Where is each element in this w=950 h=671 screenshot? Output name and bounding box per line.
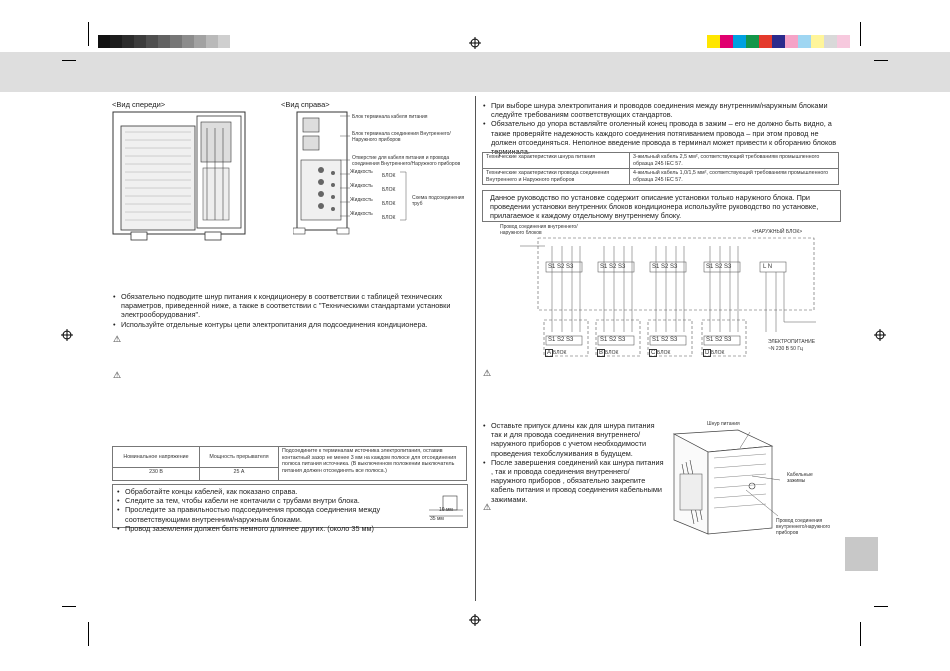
terminal-label-outdoor: S1 S2 S3	[706, 264, 732, 270]
breaker-capacity-value: 25 А	[199, 467, 279, 481]
power-terminal-label: L N	[763, 264, 773, 270]
side-view-leaders	[340, 115, 407, 221]
bullet-item: Обязательно до упора вставляйте оголенны…	[482, 119, 842, 156]
side-view-row-liquid: Жидкость	[350, 183, 373, 189]
breaker-table: Номинальное напряжение Мощность прерыват…	[112, 446, 467, 481]
bullet-item: После завершения соединений как шнура пи…	[482, 458, 667, 504]
front-view-label: <Вид спереди>	[112, 100, 166, 109]
spec-label: Технические характеристики шнура питания	[482, 152, 630, 169]
indoor-unit-letter: B	[597, 349, 606, 357]
terminal-label-indoor: S1 S2 S3	[706, 337, 732, 343]
bullet-item: Обязательно подводите шнур питания к кон…	[112, 292, 467, 320]
side-view-callout: Блок терминала соединения Внутреннего/ Н…	[352, 131, 451, 143]
bullet-item: При выборе шнура электропитания и провод…	[482, 101, 842, 119]
cable-fixing-instructions: Оставьте припуск длины как для шнура пит…	[482, 421, 667, 504]
indoor-unit-letter: D	[703, 349, 712, 357]
outdoor-unit-label: <НАРУЖНЫЙ БЛОК>	[752, 229, 803, 235]
terminal-label-indoor: S1 S2 S3	[600, 337, 626, 343]
indoor-unit-label: БЛОК	[605, 350, 619, 356]
terminal-label-indoor: S1 S2 S3	[652, 337, 678, 343]
bullet-item: Проследите за правильностью подсоединени…	[116, 505, 416, 523]
page-tab	[845, 537, 878, 571]
warning-icon: ⚠	[483, 368, 492, 378]
bullet-item: Следите за тем, чтобы кабели не контачил…	[116, 496, 416, 505]
side-view-callout: Блок терминала кабеля питания	[352, 114, 428, 120]
side-view-callout: Отверстие для кабеля питания и провода с…	[352, 155, 461, 167]
front-view-drawing	[112, 111, 246, 241]
spec-value: 3-жильный кабель 2,5 мм², соответствующи…	[629, 152, 839, 169]
outdoor-unit-illustration	[672, 429, 774, 535]
terminal-label-outdoor: S1 S2 S3	[652, 264, 678, 270]
notice-box	[482, 190, 841, 222]
power-supply-spec: ~N 230 В 50 Гц	[768, 346, 803, 352]
terminal-label-outdoor: S1 S2 S3	[600, 264, 626, 270]
connection-wire-callout: Провод соединения внутреннего/наружного …	[776, 518, 831, 536]
registration-mark-icon	[469, 614, 481, 626]
power-supply-label: ЭЛЕКТРОПИТАНИЕ	[768, 339, 816, 345]
terminal-label-outdoor: S1 S2 S3	[548, 264, 574, 270]
warning-icon: ⚠	[113, 370, 122, 380]
registration-mark-icon	[874, 329, 886, 341]
side-view-row-unit: БЛОК	[382, 173, 396, 179]
page-divider	[475, 96, 476, 601]
rated-voltage-value: 230 В	[112, 467, 200, 481]
warning-icon: ⚠	[113, 334, 122, 344]
strip-length-long: 35 мм	[430, 516, 444, 522]
bullet-item: Используйте отдельные контуры цепи элект…	[112, 320, 467, 329]
indoor-unit-label: БЛОК	[657, 350, 671, 356]
spec-value: 4-жильный кабель 1,0/1,5 мм², соответств…	[629, 168, 839, 185]
header-band	[0, 52, 950, 92]
side-view-row-liquid: Жидкость	[350, 197, 373, 203]
indoor-unit-letter: A	[545, 349, 554, 357]
terminal-label-indoor: S1 S2 S3	[548, 337, 574, 343]
cable-handling-instructions: Обработайте концы кабелей, как показано …	[116, 487, 416, 533]
side-view-row-liquid: Жидкость	[350, 211, 373, 217]
indoor-unit-letter: C	[649, 349, 658, 357]
notice-text: Данное руководство по установке содержит…	[490, 193, 819, 221]
spec-label: Технические характеристики провода соеди…	[482, 168, 630, 185]
power-cord-instructions: Обязательно подводите шнур питания к кон…	[112, 292, 467, 329]
indoor-unit-label: БЛОК	[553, 350, 567, 356]
side-view-row-unit: БЛОК	[382, 201, 396, 207]
side-view-row-unit: БЛОК	[382, 187, 396, 193]
power-cord-callout: Шнур питания	[707, 421, 740, 427]
bullet-item: Провод заземления должен быть немного дл…	[116, 524, 416, 533]
warning-icon: ⚠	[483, 502, 492, 512]
bullet-item: Обработайте концы кабелей, как показано …	[116, 487, 416, 496]
side-view-drawing	[293, 111, 350, 235]
callout-leaders	[740, 431, 781, 517]
col-rated-voltage: Номинальное напряжение	[112, 446, 200, 468]
wiring-diagram	[520, 237, 816, 357]
bullet-item: Оставьте припуск длины как для шнура пит…	[482, 421, 667, 458]
pipe-connection-note: Схема подсоединения труб	[412, 195, 465, 207]
wiring-requirements: При выборе шнура электропитания и провод…	[482, 101, 842, 156]
registration-mark-icon	[469, 37, 481, 49]
side-view-row-unit: БЛОК	[382, 215, 396, 221]
wiring-left-label: Провод соединения внутреннего/наружного …	[500, 224, 578, 236]
cable-clamps-callout: Кабельные зажимы	[787, 472, 813, 484]
breaker-note: Подсоедините к терминалам источника элек…	[278, 446, 467, 481]
side-view-label: <Вид справа>	[281, 100, 330, 109]
cable-spec-table: Технические характеристики шнура питания…	[482, 152, 839, 185]
registration-mark-icon	[61, 329, 73, 341]
cable-strip-diagram	[429, 495, 463, 517]
side-view-row-liquid: Жидкость	[350, 169, 373, 175]
indoor-unit-label: БЛОК	[711, 350, 725, 356]
strip-length-short: 10 мм	[439, 507, 453, 513]
col-breaker-capacity: Мощность прерывателя	[199, 446, 279, 468]
